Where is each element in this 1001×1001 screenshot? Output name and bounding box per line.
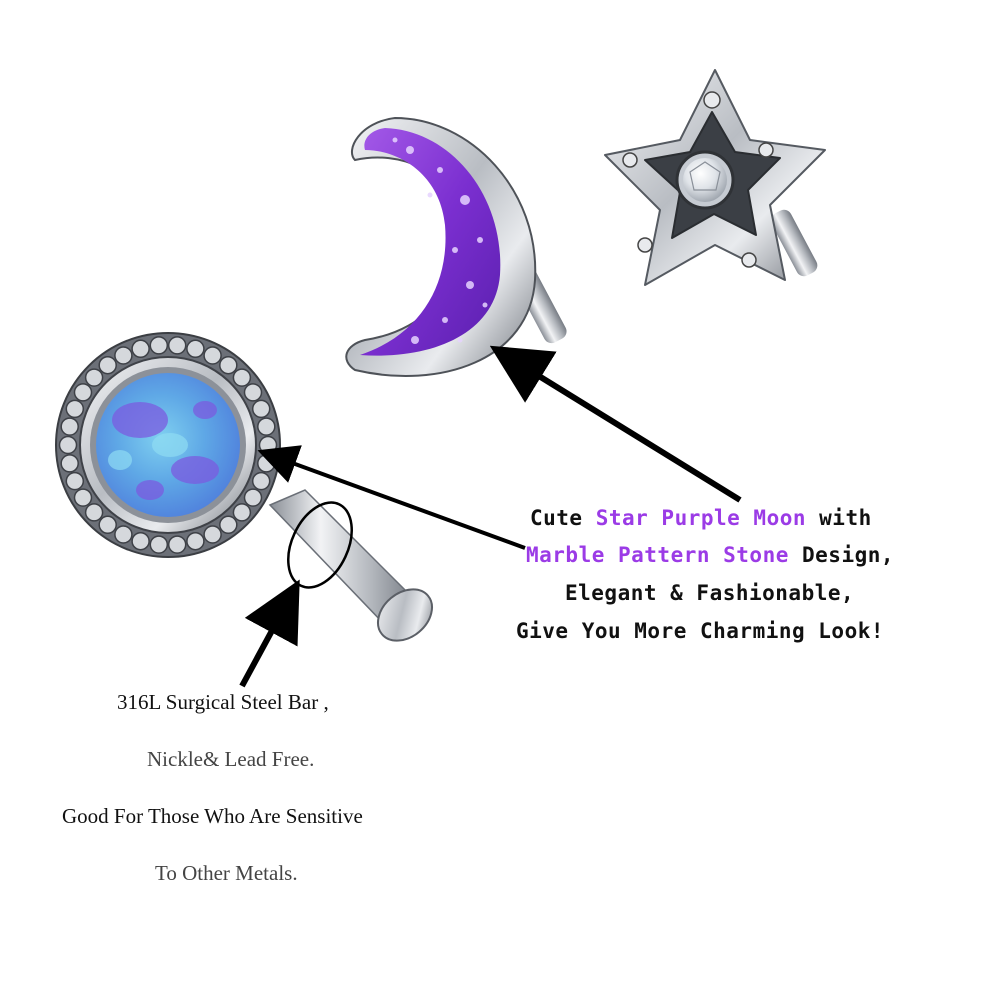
arrow-to-moon (489, 345, 742, 503)
rim-bead (73, 488, 93, 507)
rim-bead (167, 336, 187, 355)
rim-bead (203, 525, 222, 544)
material-caption-line-2: Nickle& Lead Free. (147, 747, 315, 771)
material-caption-line-1: 316L Surgical Steel Bar , (117, 690, 329, 714)
bar-highlight-ring (287, 501, 353, 589)
rim-bead (131, 531, 150, 551)
rim-bead (251, 471, 271, 491)
rim-bead (65, 399, 85, 419)
rim-bead (232, 503, 252, 522)
rim-bead (98, 515, 117, 535)
feature-caption-line-1: Cute Star Purple Moon with (530, 506, 872, 530)
material-caption-line-3: Good For Those Who Are Sensitive (62, 804, 363, 828)
feature-caption-line-4: Give You More Charming Look! (516, 619, 885, 643)
rim-bead (131, 339, 150, 359)
moon-stud-illustration (345, 116, 567, 377)
arrow-to-opal (257, 445, 526, 550)
caption-word: with (806, 506, 872, 530)
rim-bead (114, 525, 133, 544)
rim-bead (257, 417, 276, 436)
rim-bead (149, 535, 169, 554)
rim-bead (186, 531, 205, 551)
rim-bead (73, 383, 93, 402)
rim-bead (84, 368, 104, 387)
rim-bead (65, 471, 85, 491)
feature-caption-line-2: Marble Pattern Stone Design, (526, 543, 894, 567)
star-stud-illustration (604, 69, 826, 286)
rim-bead (60, 417, 79, 436)
rim-bead (243, 488, 263, 507)
rim-bead (84, 503, 104, 522)
opal-stud-illustration (55, 332, 433, 642)
rim-bead (149, 336, 169, 355)
rim-bead (219, 515, 238, 535)
rim-bead (219, 355, 238, 375)
caption-highlight: Marble Pattern Stone (526, 543, 789, 567)
rim-bead (203, 346, 222, 365)
caption-word: Cute (530, 506, 596, 530)
rim-bead (60, 454, 79, 473)
rim-bead (98, 355, 117, 375)
arrow-to-bar (239, 579, 300, 688)
rim-bead (114, 346, 133, 365)
rim-bead (186, 339, 205, 359)
rim-bead (243, 383, 263, 402)
rim-bead (251, 399, 271, 419)
caption-word: Design, (788, 543, 895, 567)
rim-bead (58, 435, 78, 455)
feature-caption-line-3: Elegant & Fashionable, (565, 581, 855, 605)
rim-bead (258, 435, 278, 455)
material-caption-line-4: To Other Metals. (155, 861, 298, 885)
rim-bead (232, 368, 252, 387)
glitter-sparkles (392, 137, 488, 344)
caption-highlight: Star Purple Moon (595, 506, 807, 530)
rim-bead (167, 535, 187, 554)
